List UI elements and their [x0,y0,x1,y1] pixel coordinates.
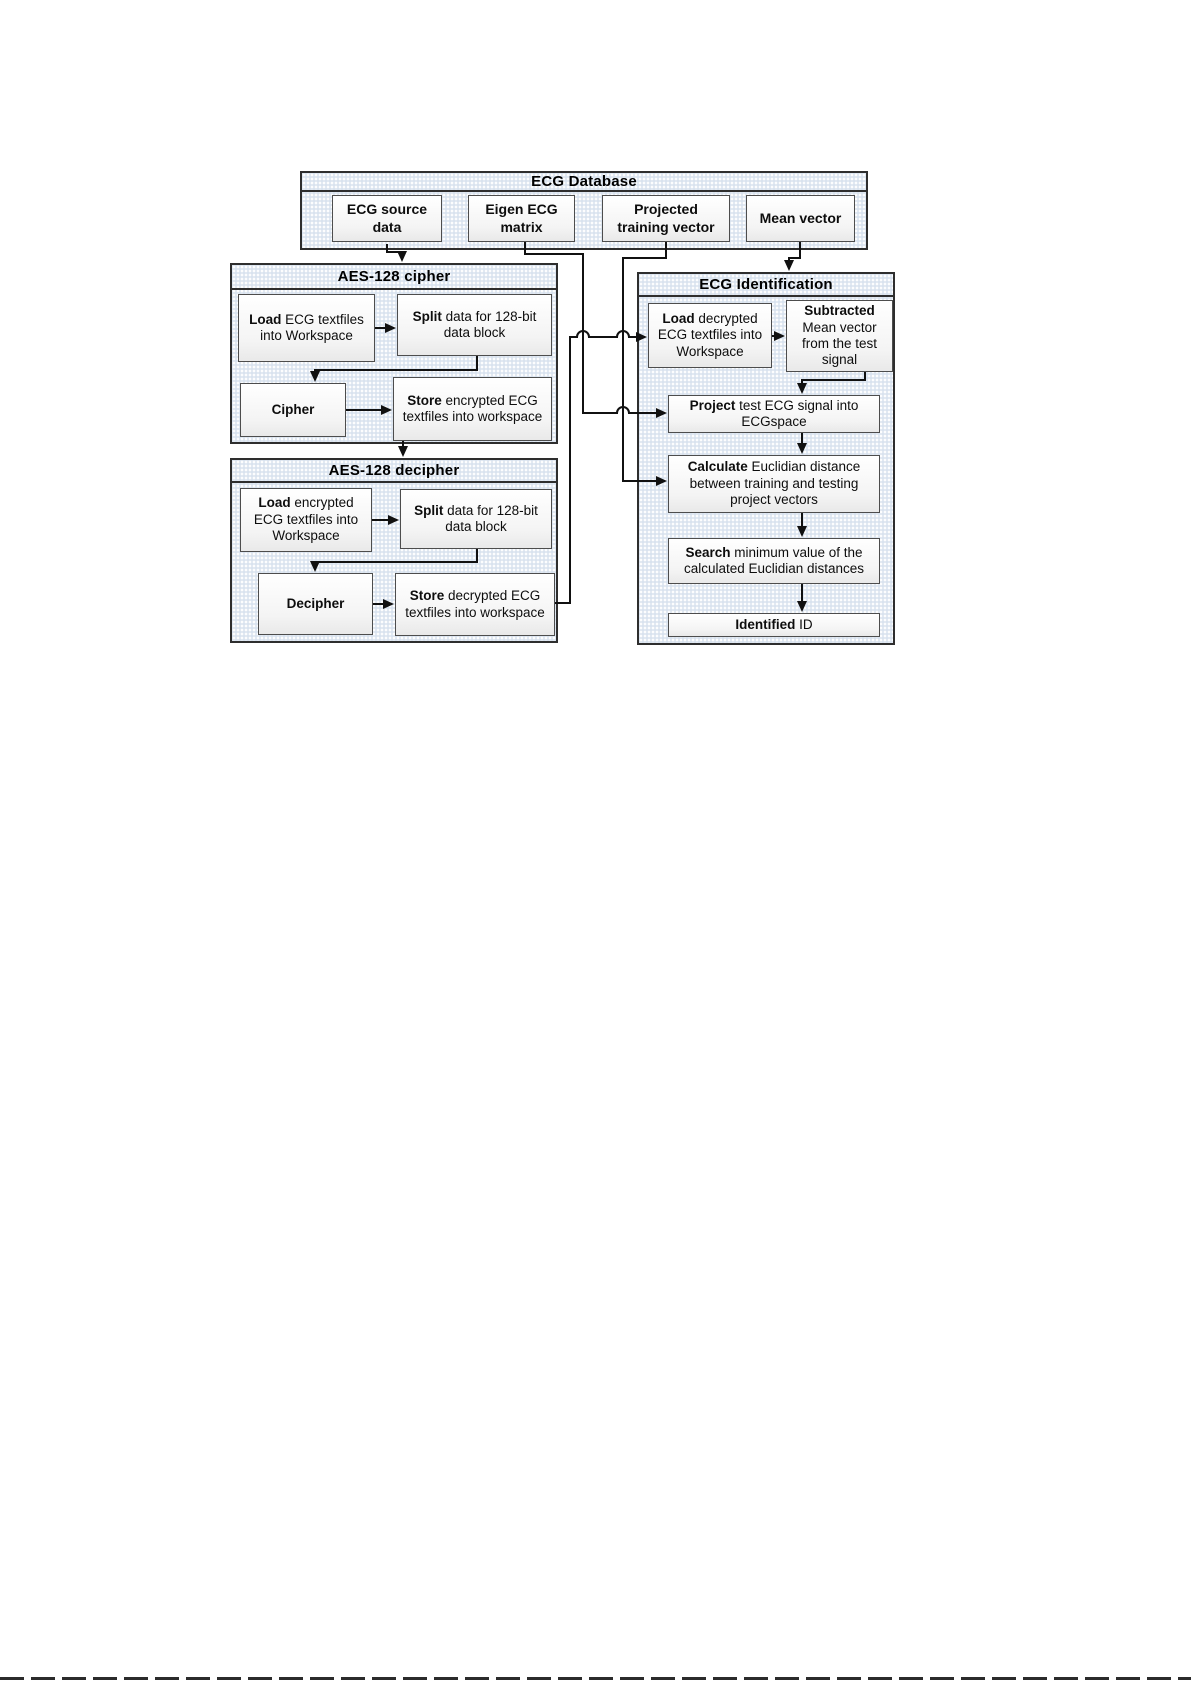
node-text: Load decrypted ECG textfiles into Worksp… [657,310,763,359]
box-subtracted-mean-vector: Subtracted Mean vector from the test sig… [786,300,893,372]
box-ecg-source-data: ECG source data [332,195,442,242]
box-eigen-ecg-matrix: Eigen ECG matrix [468,195,575,242]
box-calculate-euclidian-distance: Calculate Euclidian distance between tra… [668,455,880,513]
node-text: Calculate Euclidian distance between tra… [687,459,861,508]
node-text: Search minimum value of the calculated E… [683,544,865,576]
node-text: Decipher [286,595,345,611]
node-text: ECG source data [346,201,428,235]
box-project-test-signal: Project test ECG signal into ECGspace [668,395,880,433]
page-bottom-rule [0,1677,1191,1680]
box-mean-vector: Mean vector [746,195,855,242]
box-identified-id: Identified ID [668,613,880,637]
box-load-decrypted-textfiles: Load decrypted ECG textfiles into Worksp… [648,303,772,368]
node-text: Identified ID [735,616,813,632]
node-text: Eigen ECG matrix [485,201,558,235]
box-decipher: Decipher [258,573,373,635]
node-text: Store decrypted ECG textfiles into works… [405,588,545,620]
node-text: Store encrypted ECG textfiles into works… [402,392,543,424]
box-split-data-decipher: Split data for 128-bit data block [400,489,552,549]
wire-storedec-to-loaddec [555,330,647,604]
node-text: Mean vector [759,209,842,226]
aes-decipher-title: AES-128 decipher [232,460,556,483]
ecg-identification-title: ECG Identification [639,274,893,297]
aes-cipher-title: AES-128 cipher [232,265,556,290]
box-cipher: Cipher [240,383,346,437]
box-store-decrypted: Store decrypted ECG textfiles into works… [395,573,555,636]
node-text: Cipher [271,401,315,417]
box-projected-training-vector: Projected training vector [602,195,730,242]
box-split-data-cipher: Split data for 128-bit data block [397,294,552,356]
ecg-database-title: ECG Database [302,173,866,192]
node-text: Split data for 128-bit data block [414,502,538,534]
box-load-encrypted-textfiles: Load encrypted ECG textfiles into Worksp… [240,488,372,552]
node-text: Load encrypted ECG textfiles into Worksp… [253,495,359,544]
node-text: Load ECG textfiles into Workspace [249,311,364,343]
node-text: Subtracted Mean vector from the test sig… [801,303,878,368]
node-text: Split data for 128-bit data block [412,308,537,340]
box-store-encrypted: Store encrypted ECG textfiles into works… [393,377,552,441]
box-search-minimum-value: Search minimum value of the calculated E… [668,538,880,584]
box-load-ecg-textfiles: Load ECG textfiles into Workspace [238,294,375,362]
node-text: Projected training vector [617,201,715,235]
node-text: Project test ECG signal into ECGspace [689,397,859,429]
